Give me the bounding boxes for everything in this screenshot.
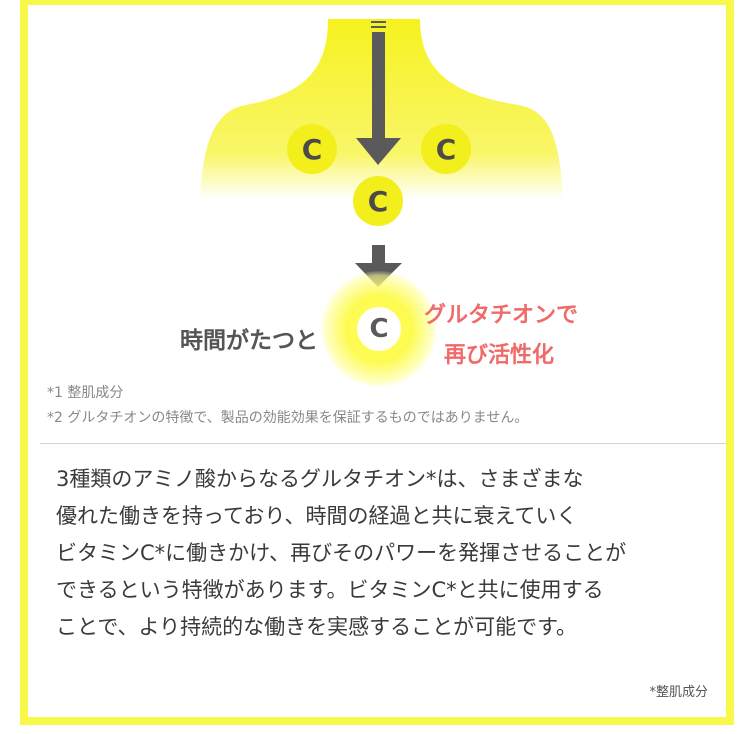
vitamin-c-badge-reactivated: C xyxy=(357,307,401,351)
vitamin-c-illustration: C C C C 時間がたつと グルタチオンで 再び活性化 *1 整肌成分 *2 … xyxy=(28,5,726,445)
section-divider xyxy=(40,443,726,444)
regen-label-line2: 再び活性化 xyxy=(444,343,555,368)
regen-label-line1: グルタチオンで xyxy=(424,303,579,328)
content-frame: C C C C 時間がたつと グルタチオンで 再び活性化 *1 整肌成分 *2 … xyxy=(20,0,734,725)
description-line: 優れた働きを持っており、時間の経過と共に衰えていく xyxy=(56,504,578,528)
description-text: 3種類のアミノ酸からなるグルタチオン*は、さまざまな 優れた働きを持っており、時… xyxy=(56,461,716,646)
description-line: 3種類のアミノ酸からなるグルタチオン*は、さまざまな xyxy=(56,467,584,491)
description-line: ビタミンC*に働きかけ、再びそのパワーを発揮させることが xyxy=(56,541,627,565)
arrow-stem-top-line2 xyxy=(371,26,386,28)
vitamin-c-badge-right: C xyxy=(421,124,471,174)
arrow-stem-top-line1 xyxy=(371,21,386,23)
note-1: *1 整肌成分 xyxy=(47,385,124,401)
arrow-shaft-second xyxy=(372,245,385,265)
description-line: できるという特徴があります。ビタミンC*と共に使用する xyxy=(56,578,604,602)
arrow-shaft-main xyxy=(372,32,385,140)
vitamin-c-badge-center: C xyxy=(353,176,403,226)
footnote: *整肌成分 xyxy=(649,685,708,700)
description-line: ことで、より持続的な働きを実感することが可能です。 xyxy=(56,615,578,639)
time-passes-label: 時間がたつと xyxy=(180,328,318,354)
note-2: *2 グルタチオンの特徴で、製品の効能効果を保証するものではありません。 xyxy=(47,410,529,426)
vitamin-c-badge-left: C xyxy=(287,124,337,174)
arrowhead-main xyxy=(356,138,401,165)
